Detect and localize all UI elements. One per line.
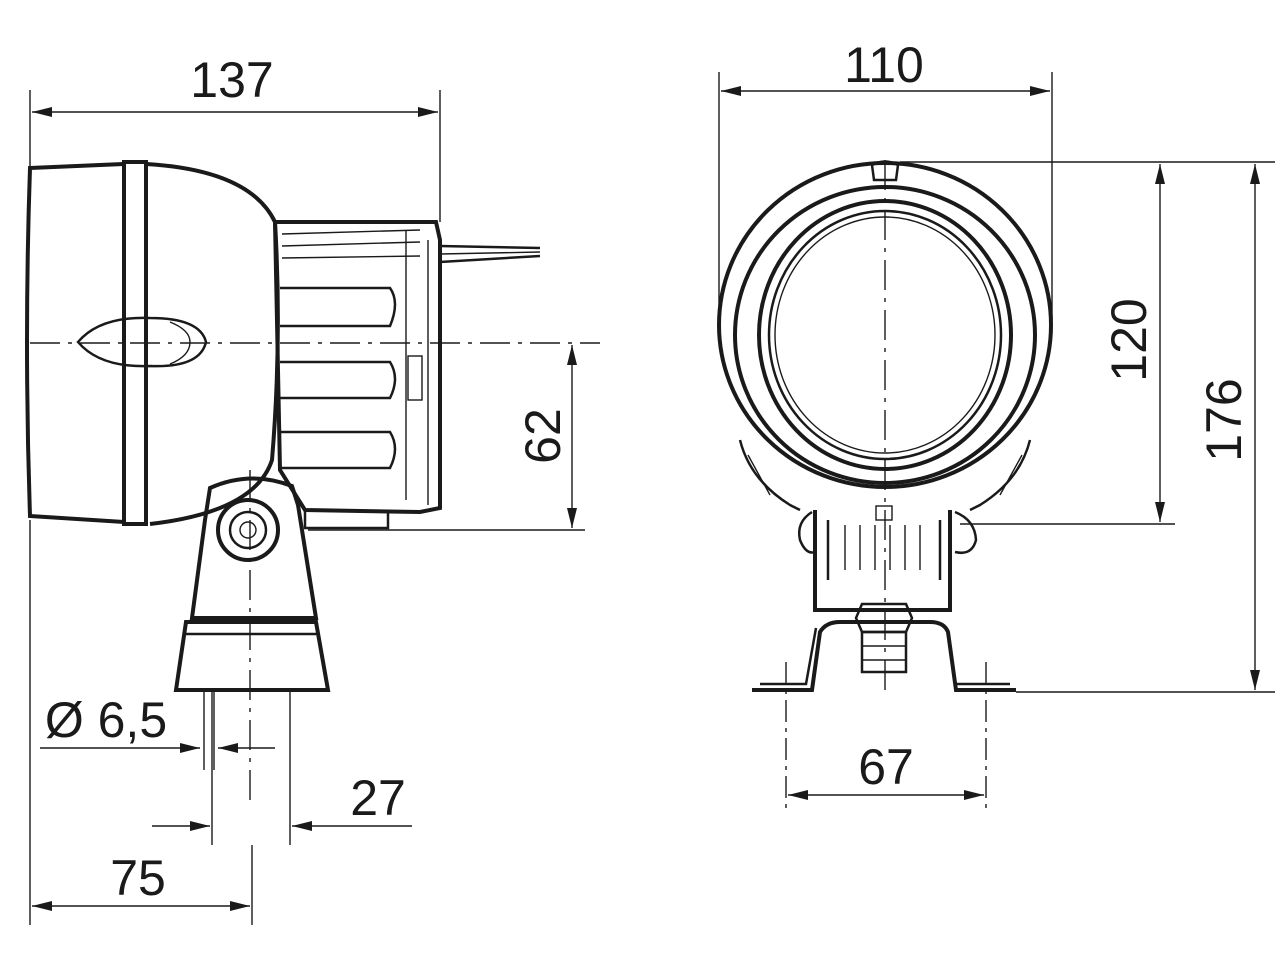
label-side-axis-height: 62 [515,408,571,464]
label-front-lens-height: 120 [1101,298,1157,381]
dim-front-width: 110 [718,37,1053,320]
dim-bracket-width: 67 [785,662,987,812]
dim-base-width: 27 [152,690,412,845]
dim-side-total-length: 137 [29,52,441,222]
dim-mount-offset: 75 [29,520,253,925]
label-side-total-length: 137 [190,52,273,108]
label-front-width: 110 [844,37,924,93]
label-bracket-width: 67 [858,739,914,795]
lamp-side-view [25,160,541,692]
dim-bolt-diameter: Ø 6,5 [40,690,275,770]
dim-side-axis-height: 62 [308,345,585,531]
label-mount-offset: 75 [110,850,166,906]
label-bolt-diameter: Ø 6,5 [45,692,167,748]
dim-front-total-height: 176 [1016,164,1275,693]
label-front-total-height: 176 [1196,378,1252,461]
label-base-width: 27 [350,770,406,826]
dim-front-lens-height: 120 [900,161,1275,525]
